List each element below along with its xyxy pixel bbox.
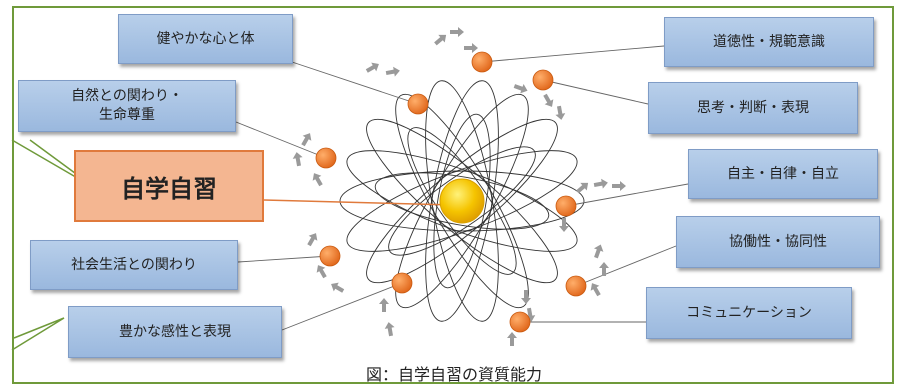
direction-arrow: [507, 332, 517, 346]
direction-arrow: [593, 178, 608, 189]
capability-label: 思考・判断・表現: [697, 99, 809, 116]
electron-group: [315, 51, 587, 333]
capability-label: 自主・自律・自立: [727, 165, 839, 182]
capability-box-social-life: 社会生活との関わり: [30, 240, 238, 290]
direction-arrow: [593, 244, 604, 259]
center-connector: [263, 199, 456, 206]
arrow-group: [292, 27, 626, 346]
center-label: 自学自習: [121, 174, 217, 203]
electron: [407, 93, 429, 115]
capability-label: 自然との関わり・ 生命尊重: [71, 88, 183, 123]
connector-line: [281, 282, 403, 331]
figure-caption: 図：自学自習の資質能力: [365, 365, 542, 384]
connector-line: [481, 45, 665, 63]
electron: [391, 272, 413, 294]
electron: [319, 245, 341, 267]
callout-line-bottom: [11, 317, 65, 351]
direction-arrow: [612, 181, 626, 191]
nucleus: [439, 178, 485, 224]
capability-label: 社会生活との関わり: [71, 256, 197, 273]
connector-line: [542, 79, 649, 105]
orbit-ellipse: [407, 127, 517, 275]
capability-label: 道徳性・規範意識: [713, 33, 825, 50]
orbit-ellipse: [388, 146, 536, 256]
connector-line: [575, 245, 677, 287]
capability-label: 豊かな感性と表現: [119, 323, 231, 340]
direction-arrow: [434, 34, 447, 46]
connector-line: [235, 121, 327, 159]
capability-box-healthy-mind-body: 健やかな心と体: [118, 14, 293, 64]
electron: [555, 195, 577, 217]
connector-line: [291, 61, 419, 105]
nucleus-ring: [431, 170, 493, 232]
electron: [471, 51, 493, 73]
direction-arrow: [331, 282, 345, 293]
direction-arrow: [385, 66, 400, 77]
center-label-box: 自学自習: [74, 150, 264, 222]
capability-box-autonomy: 自主・自律・自立: [688, 149, 878, 199]
direction-arrow: [559, 218, 569, 232]
electron: [509, 311, 531, 333]
orbit-ellipse: [433, 113, 491, 289]
capability-label: コミュニケーション: [686, 304, 812, 321]
capability-label: 協働性・協同性: [729, 233, 827, 250]
electron: [315, 147, 337, 169]
capability-box-communication: コミュニケーション: [646, 287, 852, 339]
electron: [532, 69, 554, 91]
direction-arrow: [599, 262, 609, 276]
connector-line: [237, 255, 331, 263]
direction-arrow: [379, 298, 389, 312]
capability-box-sensitivity-expression: 豊かな感性と表現: [68, 306, 282, 358]
direction-arrow: [590, 283, 601, 297]
electron: [565, 275, 587, 297]
connector-line: [565, 183, 689, 207]
orbit-group: [339, 80, 585, 322]
direction-arrow: [307, 233, 318, 247]
direction-arrow: [292, 152, 303, 167]
direction-arrow: [316, 265, 327, 279]
capability-box-thinking-judgment: 思考・判断・表現: [648, 82, 858, 134]
direction-arrow: [576, 182, 589, 194]
direction-arrow: [464, 43, 478, 53]
direction-arrow: [301, 133, 312, 147]
direction-arrow: [450, 27, 464, 37]
capability-box-collaboration: 協働性・協同性: [676, 216, 880, 268]
orbit-ellipse: [374, 172, 550, 230]
direction-arrow: [384, 322, 395, 337]
direction-arrow: [365, 62, 379, 73]
direction-arrow: [543, 93, 554, 107]
direction-arrow: [513, 83, 528, 94]
capability-label: 健やかな心と体: [156, 30, 255, 47]
direction-arrow: [521, 290, 531, 304]
capability-box-nature-life: 自然との関わり・ 生命尊重: [18, 80, 236, 132]
direction-arrow: [555, 105, 566, 120]
direction-arrow: [312, 173, 323, 187]
connector-group: [235, 45, 689, 331]
capability-box-morality-norms: 道徳性・規範意識: [664, 17, 874, 67]
